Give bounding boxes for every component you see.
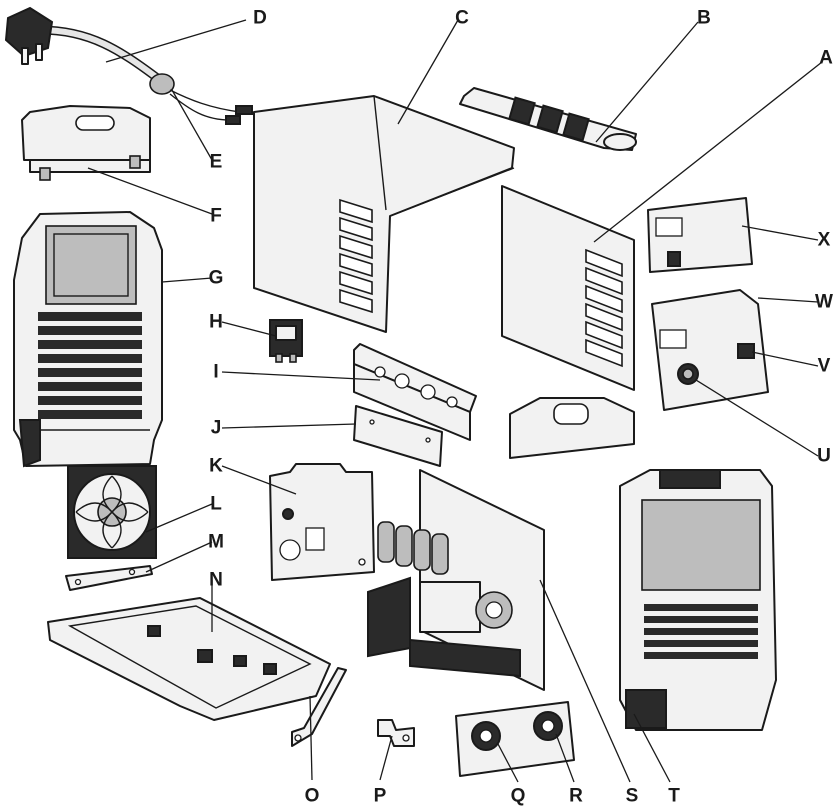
- lower-handle-bracket: [509, 397, 635, 459]
- callout-x: X: [817, 229, 831, 251]
- cooling-fan-l: [67, 465, 157, 559]
- control-panel-x: [647, 197, 753, 273]
- handle-bracket-f: [21, 105, 151, 181]
- callout-v: V: [817, 355, 831, 377]
- small-bracket-m: [65, 565, 153, 591]
- front-frame-g: [13, 211, 163, 468]
- callout-h: H: [209, 311, 223, 333]
- rear-housing-t: [619, 469, 777, 731]
- callout-j: J: [210, 417, 222, 439]
- callout-f: F: [210, 205, 222, 227]
- bracket-strip-i: [353, 343, 477, 441]
- side-panel-a: [501, 185, 635, 391]
- callout-g: G: [208, 267, 224, 289]
- clamp-p: [377, 719, 415, 747]
- callout-t: T: [668, 785, 680, 807]
- callout-d: D: [253, 7, 267, 29]
- power-cord-d: [4, 6, 253, 125]
- callout-m: M: [208, 531, 224, 553]
- insulator-plate-j: [353, 405, 443, 467]
- top-cover-c: [253, 95, 515, 333]
- leader-lines: [87, 19, 823, 783]
- callout-o: O: [304, 785, 320, 807]
- handle-grip-b: [459, 87, 637, 151]
- callout-s: S: [625, 785, 639, 807]
- callout-w: W: [815, 291, 833, 313]
- callout-u: U: [817, 445, 831, 467]
- callout-q: Q: [510, 785, 526, 807]
- callout-r: R: [569, 785, 583, 807]
- terminal-panel-q: [455, 701, 575, 777]
- callout-b: B: [697, 7, 711, 29]
- callout-e: E: [209, 151, 223, 173]
- switch-h: [269, 319, 303, 363]
- transformer-assembly-s: [367, 469, 545, 691]
- control-knob-u: [677, 363, 699, 385]
- callout-a: A: [819, 47, 833, 69]
- panel-switch-v: [737, 343, 755, 359]
- callout-c: C: [455, 7, 469, 29]
- callout-l: L: [210, 493, 222, 515]
- callout-p: P: [373, 785, 387, 807]
- pcb-board-k: [269, 463, 375, 581]
- callout-k: K: [209, 455, 223, 477]
- base-tray-n: [47, 597, 331, 721]
- angled-bracket-o: [291, 667, 347, 747]
- callout-i: I: [213, 361, 219, 383]
- callout-n: N: [209, 569, 223, 591]
